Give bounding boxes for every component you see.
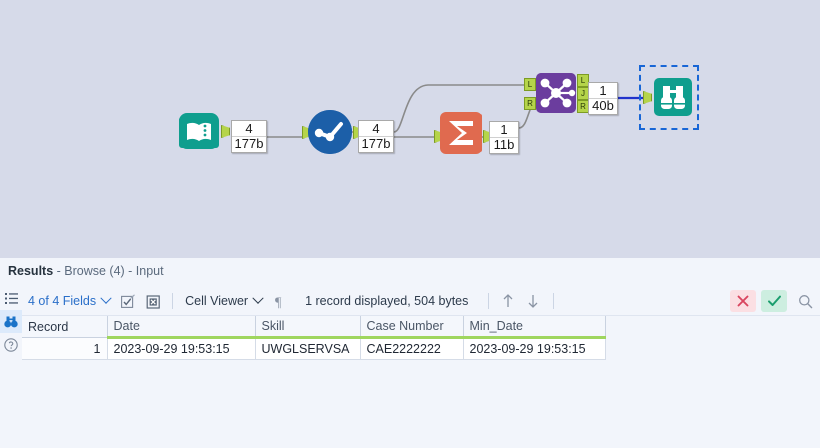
fields-selector-label: 4 of 4 Fields bbox=[28, 294, 97, 308]
record-size-value: 177b bbox=[234, 135, 264, 151]
help-circle-icon bbox=[4, 337, 18, 352]
toolbar-divider bbox=[553, 293, 555, 309]
record-count-value: 1 bbox=[589, 84, 617, 99]
red-x-icon bbox=[737, 295, 749, 307]
table-row[interactable]: 1 2023-09-29 19:53:15 UWGLSERVSA CAE2222… bbox=[22, 337, 606, 360]
results-toolbar: 4 of 4 Fields Cell Viewer bbox=[22, 287, 820, 316]
binoculars-icon bbox=[4, 316, 18, 327]
selection-outline bbox=[639, 65, 699, 130]
column-header-skill[interactable]: Skill bbox=[255, 316, 361, 339]
sigma-icon bbox=[440, 112, 482, 154]
record-size-value: 11b bbox=[493, 136, 515, 152]
view-selector-label: Cell Viewer bbox=[185, 294, 249, 308]
chevron-down-icon bbox=[100, 292, 112, 304]
arrow-down-icon bbox=[528, 295, 538, 308]
accept-button[interactable] bbox=[761, 290, 787, 312]
fields-selector[interactable]: 4 of 4 Fields bbox=[22, 290, 116, 312]
results-subtitle: - Browse (4) - Input bbox=[53, 264, 164, 278]
results-table: Record Date Skill Case Number Min_Date 1… bbox=[22, 316, 606, 360]
cell-record: 1 bbox=[22, 337, 108, 360]
column-header-record[interactable]: Record bbox=[22, 316, 108, 338]
record-status-label: 1 record displayed, 504 bytes bbox=[305, 294, 469, 308]
results-icon-rail bbox=[0, 287, 23, 448]
record-size-value: 40b bbox=[592, 97, 614, 113]
join-output-port-left[interactable]: L bbox=[577, 74, 589, 87]
column-header-min-date[interactable]: Min_Date bbox=[463, 316, 606, 339]
results-title: Results bbox=[8, 264, 54, 278]
join-input-port-right[interactable]: R bbox=[524, 97, 536, 110]
workflow-connections bbox=[267, 84, 646, 138]
join-network-icon bbox=[536, 73, 576, 113]
book-folder-icon bbox=[179, 113, 219, 149]
column-header-case-number[interactable]: Case Number bbox=[360, 316, 464, 339]
reject-button[interactable] bbox=[730, 290, 756, 312]
svg-text:¶: ¶ bbox=[275, 295, 282, 309]
results-table-container[interactable]: Record Date Skill Case Number Min_Date 1… bbox=[22, 316, 820, 448]
record-count-value: 1 bbox=[490, 123, 518, 138]
arrow-up-icon bbox=[503, 294, 513, 307]
column-header-date[interactable]: Date bbox=[107, 316, 256, 339]
rail-help-icon-button[interactable] bbox=[0, 333, 22, 356]
checkbox-edit-icon bbox=[121, 293, 135, 308]
cell-skill: UWGLSERVSA bbox=[255, 337, 361, 360]
record-count-value: 4 bbox=[232, 122, 266, 137]
scroll-up-button[interactable] bbox=[498, 292, 517, 311]
toolbar-divider bbox=[488, 293, 490, 309]
cell-date: 2023-09-29 19:53:15 bbox=[107, 337, 256, 360]
search-icon bbox=[798, 294, 812, 308]
scroll-down-button[interactable] bbox=[523, 292, 542, 311]
deselect-all-fields-button[interactable] bbox=[144, 292, 163, 311]
cell-case-number: CAE2222222 bbox=[360, 337, 464, 360]
record-count-box: 1 11b bbox=[489, 121, 519, 154]
join-input-port-left[interactable]: L bbox=[524, 78, 536, 91]
boxed-x-icon bbox=[146, 294, 160, 309]
record-count-box: 4 177b bbox=[231, 120, 267, 153]
pilcrow-icon: ¶ bbox=[275, 295, 282, 309]
record-count-box: 1 40b bbox=[588, 82, 618, 115]
rail-list-icon-button[interactable] bbox=[0, 287, 22, 310]
record-size-value: 177b bbox=[361, 135, 391, 151]
circle-check-line-icon bbox=[308, 110, 352, 154]
rail-binoculars-icon-button[interactable] bbox=[0, 310, 22, 333]
table-header-row: Record Date Skill Case Number Min_Date bbox=[22, 316, 606, 339]
green-check-icon bbox=[767, 295, 781, 306]
results-pane: Results - Browse (4) - Input bbox=[0, 258, 820, 448]
search-button[interactable] bbox=[792, 290, 818, 312]
results-header: Results - Browse (4) - Input bbox=[0, 258, 820, 288]
record-count-value: 4 bbox=[359, 122, 393, 137]
chevron-down-icon bbox=[252, 292, 264, 304]
toolbar-divider bbox=[172, 293, 174, 309]
workflow-canvas[interactable]: 4 177b 4 177b bbox=[0, 0, 820, 258]
binoculars-icon bbox=[654, 78, 692, 116]
record-status: 1 record displayed, 504 bytes bbox=[293, 290, 474, 312]
list-icon bbox=[4, 293, 18, 304]
view-selector[interactable]: Cell Viewer bbox=[179, 290, 268, 312]
record-count-box: 4 177b bbox=[358, 120, 394, 153]
cell-min-date: 2023-09-29 19:53:15 bbox=[463, 337, 606, 360]
select-all-fields-button[interactable] bbox=[119, 292, 138, 311]
pilcrow-button[interactable]: ¶ bbox=[271, 292, 290, 311]
